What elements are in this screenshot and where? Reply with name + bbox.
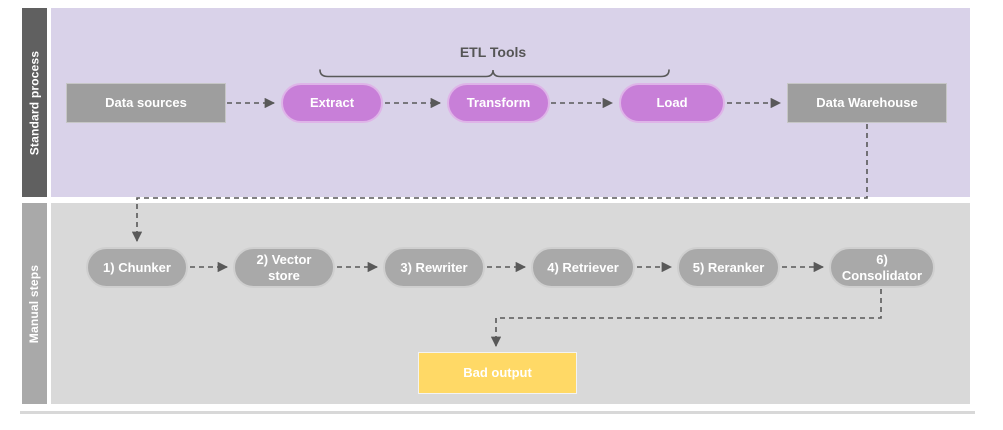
- node-chunker: 1) Chunker: [86, 247, 188, 288]
- lane-standard-process-label: Standard process: [27, 50, 42, 155]
- node-load: Load: [619, 83, 725, 123]
- node-rewriter-label: 3) Rewriter: [400, 259, 468, 275]
- node-reranker: 5) Reranker: [677, 247, 780, 288]
- node-extract: Extract: [281, 83, 383, 123]
- node-rewriter: 3) Rewriter: [383, 247, 485, 288]
- node-data-warehouse-label: Data Warehouse: [816, 95, 918, 111]
- node-data-sources: Data sources: [66, 83, 226, 123]
- node-consolidator: 6) Consolidator: [829, 247, 935, 288]
- node-vector-store-label: 2) Vector store: [256, 251, 312, 283]
- lane-manual-steps-label: Manual steps: [27, 264, 42, 343]
- node-retriever-label: 4) Retriever: [547, 259, 619, 275]
- lane-standard-process-sidebar: Standard process: [22, 8, 47, 197]
- etl-tools-label: ETL Tools: [459, 44, 527, 60]
- node-load-label: Load: [656, 95, 688, 111]
- node-vector-store: 2) Vector store: [233, 247, 335, 288]
- lane-manual-steps-sidebar: Manual steps: [22, 203, 47, 404]
- node-consolidator-label: 6) Consolidator: [841, 251, 923, 283]
- node-reranker-label: 5) Reranker: [692, 259, 765, 275]
- node-bad-output: Bad output: [418, 352, 577, 394]
- node-bad-output-label: Bad output: [463, 365, 532, 381]
- node-transform-label: Transform: [466, 95, 531, 111]
- node-chunker-label: 1) Chunker: [103, 259, 171, 275]
- node-data-warehouse: Data Warehouse: [787, 83, 947, 123]
- node-transform: Transform: [447, 83, 550, 123]
- node-data-sources-label: Data sources: [105, 95, 187, 111]
- slide-bottom-border: [20, 411, 975, 414]
- node-retriever: 4) Retriever: [531, 247, 635, 288]
- node-extract-label: Extract: [309, 95, 355, 111]
